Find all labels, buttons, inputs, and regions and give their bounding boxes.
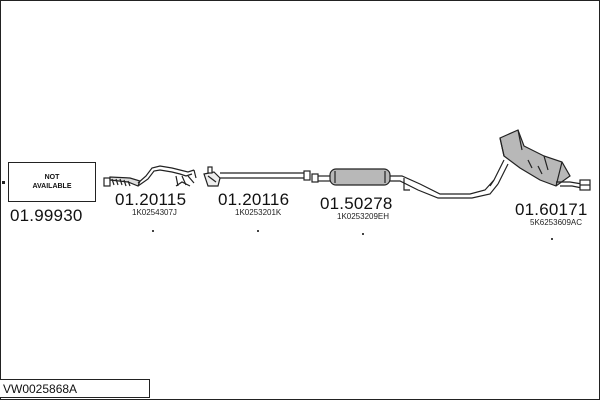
part-number-placeholder: 01.99930 xyxy=(10,206,83,225)
dot-marker-3 xyxy=(362,233,364,235)
oem-number-3: 1K0253209EH xyxy=(337,212,390,221)
rear-muffler-part xyxy=(489,129,591,191)
center-muffler-part xyxy=(311,168,499,199)
front-pipe-part xyxy=(103,165,197,187)
part-number-4: 01.60171 xyxy=(515,200,588,219)
intermediate-pipe-part xyxy=(203,166,311,187)
part-number-2: 01.20116 xyxy=(218,190,290,209)
dot-marker-1 xyxy=(152,230,154,232)
part-number-3: 01.50278 xyxy=(320,194,393,213)
oem-number-1: 1K0254307J xyxy=(132,208,177,217)
oem-number-4: 5K6253609AC xyxy=(530,218,583,227)
dot-marker-2 xyxy=(257,230,259,232)
kit-code-label: VW0025868A xyxy=(0,379,150,398)
not-available-box: NOT AVAILABLE xyxy=(8,162,96,202)
oem-number-2: 1K0253201K xyxy=(235,208,282,217)
not-available-line1: NOT xyxy=(44,174,60,181)
part-number-1: 01.20115 xyxy=(115,190,187,209)
start-marker xyxy=(2,181,5,184)
dot-marker-4 xyxy=(551,238,553,240)
not-available-line2: AVAILABLE xyxy=(32,183,72,190)
